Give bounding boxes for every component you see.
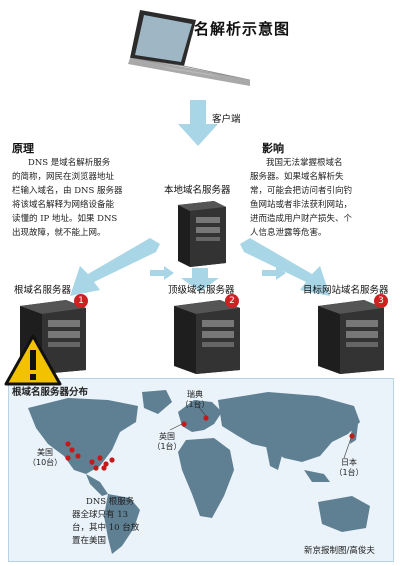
principle-heading: 原理	[12, 142, 34, 155]
credit: 新京报制图/高俊夫	[304, 546, 375, 556]
server-markers	[65, 405, 355, 471]
country-label-uk: 英国 （1台）	[152, 432, 182, 451]
root-server-badge: 1	[74, 294, 88, 308]
country-label-japan: 日本 （1台）	[334, 458, 364, 477]
country-label-sweden: 瑞典 （1台）	[180, 390, 210, 409]
local-server-icon	[178, 201, 226, 267]
map-note: DNS 根服务 器全球只有 13 台，其中 10 台放 置在美国	[72, 497, 140, 546]
map-title: 根域名服务器分布	[12, 387, 89, 398]
page-title: 域名解析示意图	[178, 20, 291, 38]
arrow-right-icon	[240, 238, 330, 296]
warning-icon	[4, 334, 62, 386]
world-map	[28, 390, 370, 554]
local-server-label: 本地域名服务器	[164, 185, 231, 196]
arrow-down-icon	[178, 100, 218, 146]
tld-server-label: 顶级域名服务器	[168, 285, 235, 296]
target-server-label: 目标网站域名服务器	[303, 285, 389, 296]
principle-text: DNS 是域名解析服务 的简称，网民在浏览器地址 栏输入域名，由 DNS 服务器…	[12, 158, 123, 238]
root-server-label: 根域名服务器	[14, 285, 72, 296]
arrow-between-1-2-icon	[150, 266, 174, 280]
arrow-between-2-3-icon	[262, 266, 286, 280]
arrow-center-icon	[181, 268, 219, 292]
country-label-usa: 美国 （10台）	[28, 448, 63, 467]
tld-server-icon	[174, 300, 240, 374]
tld-server-badge: 2	[225, 294, 239, 308]
impact-heading: 影响	[262, 142, 284, 155]
client-label: 客户端	[212, 114, 241, 125]
target-server-badge: 3	[374, 294, 388, 308]
target-server-icon	[318, 300, 384, 374]
laptop-icon	[128, 10, 250, 86]
impact-text: 我国无法掌握根域名 服务器。如果域名解析失 常，可能会把访问者引向钓 鱼网站或者…	[250, 158, 353, 238]
arrow-left-icon	[70, 238, 160, 296]
